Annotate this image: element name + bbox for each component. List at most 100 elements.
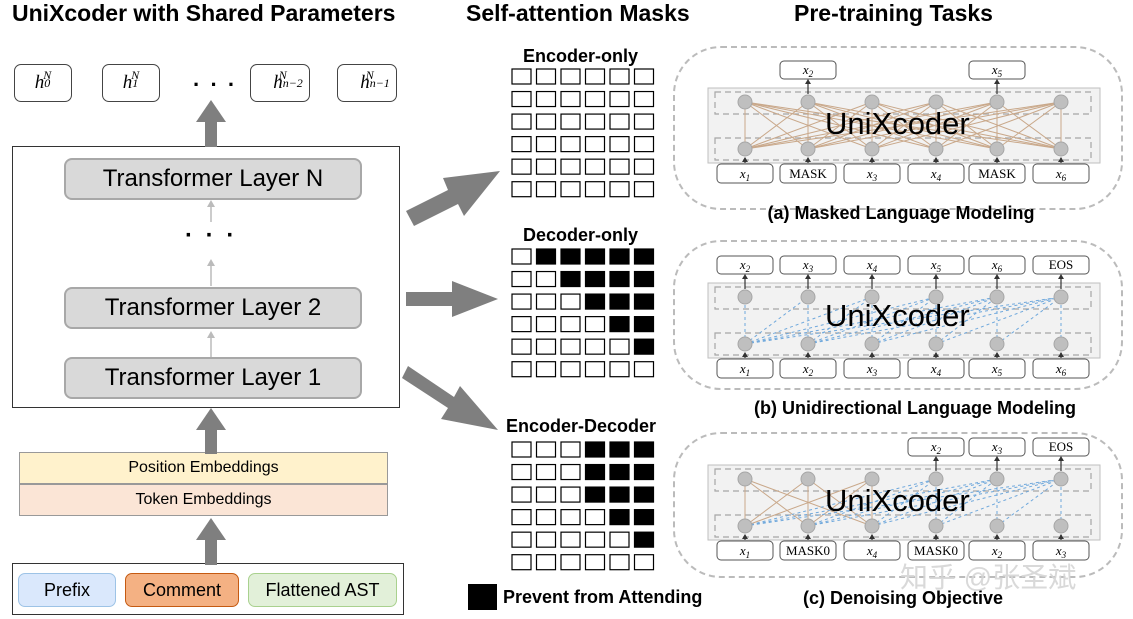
lower-node	[800, 518, 816, 534]
attention-link	[744, 101, 809, 150]
token-label: x5	[991, 62, 1003, 79]
token-label: x6	[1055, 361, 1067, 378]
mask-cell-open	[584, 68, 606, 85]
output-arrow-head	[994, 456, 1000, 461]
token-label: x3	[802, 257, 814, 274]
attention-link	[744, 478, 809, 527]
mask-cell-open	[535, 316, 557, 333]
input-token-box	[716, 358, 774, 379]
mask-cell-open	[560, 531, 581, 548]
output-arrow-head	[994, 79, 1000, 84]
position-embeddings: Position Embeddings	[19, 452, 388, 484]
lower-node	[737, 336, 753, 352]
mask-cell-open	[560, 136, 581, 153]
input-token-box	[716, 163, 774, 184]
attention-link	[807, 296, 998, 345]
token-label: MASK	[789, 166, 827, 181]
mask-cell-open	[511, 113, 532, 130]
mask-cell-blocked	[633, 293, 655, 310]
mask-cell-open	[535, 509, 557, 526]
mask-cell-open	[584, 113, 606, 130]
upper-node	[800, 289, 816, 305]
lower-node	[1053, 336, 1069, 352]
attention-link	[744, 478, 998, 527]
attention-link	[807, 296, 1062, 345]
upper-node	[800, 471, 816, 487]
mask-cell-blocked	[609, 248, 630, 265]
panel-ulm	[673, 240, 1123, 390]
mask-cell-open	[633, 113, 655, 130]
input-arrow-head	[994, 534, 1000, 539]
mask-cell-blocked	[584, 293, 606, 310]
attention-link	[744, 101, 873, 150]
upper-node	[1053, 471, 1069, 487]
input-token-box	[779, 358, 837, 379]
token-embeddings: Token Embeddings	[19, 484, 388, 516]
mask-cell-open	[633, 181, 655, 198]
mask-cell-open	[535, 90, 557, 108]
mask-cell-open	[633, 554, 655, 571]
lower-node	[800, 141, 816, 157]
lower-layer-box	[714, 137, 1092, 161]
lower-node	[928, 141, 944, 157]
input-arrow-head	[1058, 352, 1064, 357]
mask-cell-open	[560, 68, 581, 85]
input-arrow-head	[742, 534, 748, 539]
attention-link	[807, 478, 937, 527]
upper-node	[737, 289, 753, 305]
token-label: x5	[991, 361, 1003, 378]
attention-link	[744, 296, 1062, 345]
upper-node	[1053, 289, 1069, 305]
mask-cell-open	[633, 136, 655, 153]
token-label: x2	[802, 62, 814, 79]
token-label: x3	[991, 439, 1003, 456]
mask-cell-open	[535, 158, 557, 175]
input-token-box	[1032, 540, 1090, 561]
mask-cell-open	[560, 181, 581, 198]
input-arrow-head	[1058, 157, 1064, 162]
up-arrow-inputs-shaft	[205, 538, 217, 565]
mask-cell-blocked	[633, 441, 655, 458]
lower-node	[989, 336, 1005, 352]
up-arrow-top-head	[196, 100, 226, 122]
mask-grid-decoder-only	[511, 248, 655, 378]
output-arrow-head	[933, 456, 939, 461]
output-arrow-head	[1058, 456, 1064, 461]
attention-link	[744, 101, 1062, 150]
mask-cell-open	[560, 441, 581, 458]
attention-link	[807, 296, 873, 345]
token-label: x1	[739, 543, 750, 560]
attention-link	[744, 478, 937, 527]
input-arrow-head	[933, 534, 939, 539]
lower-layer-box	[714, 332, 1092, 356]
transformer-layer-2: Transformer Layer 2	[64, 287, 362, 329]
input-token-box	[779, 163, 837, 184]
lower-node	[928, 336, 944, 352]
mask-cell-blocked	[584, 248, 606, 265]
mask-cell-blocked	[609, 316, 630, 333]
mask-cell-open	[511, 361, 532, 378]
output-arrow-head	[742, 274, 748, 279]
mask-cell-open	[633, 361, 655, 378]
output-arrow-head	[1058, 274, 1064, 279]
input-token-box	[968, 163, 1026, 184]
mask-cell-open	[584, 158, 606, 175]
mask-cell-open	[584, 361, 606, 378]
attention-link	[996, 478, 1062, 527]
token-label: x1	[739, 166, 750, 183]
attention-link	[935, 478, 1062, 527]
upper-node	[989, 289, 1005, 305]
input-arrow-head	[742, 352, 748, 357]
mask-cell-open	[535, 531, 557, 548]
token-label: x6	[991, 257, 1003, 274]
input-token-box	[907, 540, 965, 561]
upper-node	[864, 471, 880, 487]
attention-link	[744, 478, 873, 527]
input-arrow-head	[742, 157, 748, 162]
mask-title-encoder-decoder: Encoder-Decoder	[506, 416, 657, 436]
